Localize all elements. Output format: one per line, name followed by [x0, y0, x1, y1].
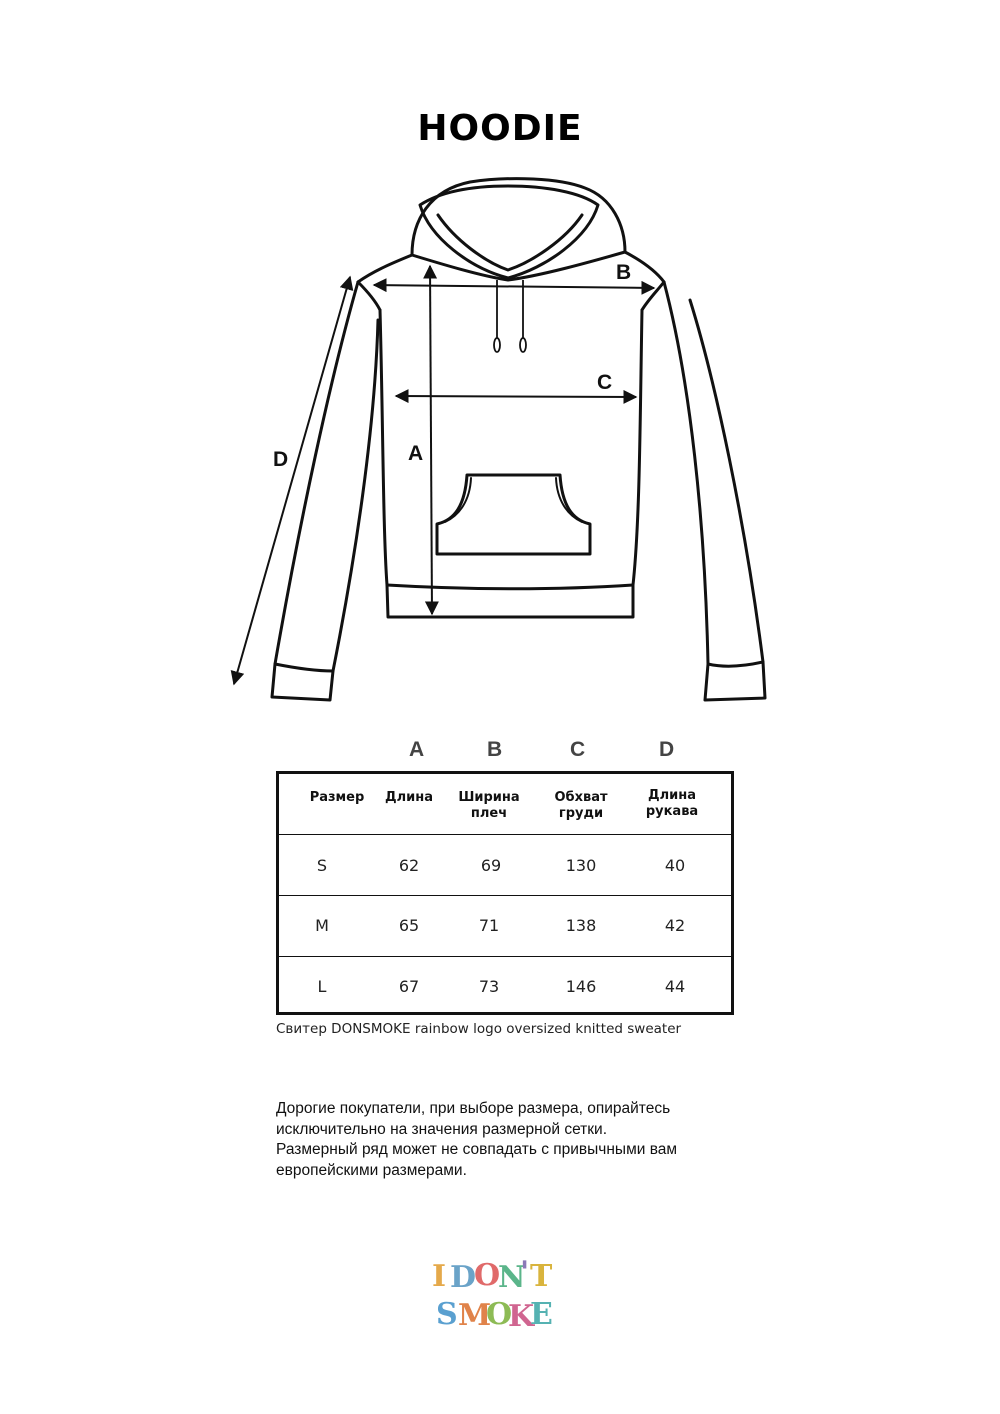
measure-d-arrow [230, 275, 354, 686]
column-letter-c: C [570, 738, 586, 761]
cell-chest: 146 [565, 977, 597, 996]
cell-length: 67 [398, 977, 420, 996]
cell-length: 65 [398, 916, 420, 935]
note-line: исключительно на значения размерной сетк… [276, 1120, 608, 1138]
measure-c-arrow [394, 389, 638, 404]
cell-size: L [317, 977, 327, 996]
logo-letter: T [530, 1259, 553, 1294]
note-line: Дорогие покупатели, при выборе размера, … [276, 1100, 671, 1117]
logo-letter: K [508, 1299, 535, 1334]
cell-chest: 130 [565, 856, 597, 875]
header-size: Размер [309, 790, 365, 805]
cell-sleeve-length: 44 [664, 977, 686, 996]
table-row: L 67 73 146 44 [279, 957, 731, 1012]
size-note: Дорогие покупатели, при выборе размера, … [276, 1099, 746, 1181]
logo-letter: S [436, 1297, 458, 1332]
measure-b-label: B [616, 261, 631, 284]
measure-c-label: C [597, 371, 612, 394]
logo-letter: O [474, 1258, 500, 1293]
logo-letter: N [498, 1260, 525, 1295]
page-title: HOODIE [417, 108, 583, 149]
measure-a-arrow [423, 264, 439, 616]
cell-sleeve-length: 42 [664, 916, 686, 935]
cell-shoulder-width: 71 [478, 916, 500, 935]
logo-letter: D [450, 1260, 476, 1295]
measure-d-label: D [273, 448, 288, 471]
left-sleeve-outline [270, 280, 380, 702]
logo-letter: M [458, 1298, 491, 1333]
logo-letter: O [486, 1297, 512, 1332]
cell-size: M [315, 916, 329, 935]
logo-letter: I [432, 1259, 446, 1294]
table-row: S 62 69 130 40 [279, 835, 731, 896]
column-letter-d: D [659, 738, 675, 761]
body-outline [378, 308, 644, 619]
cell-shoulder-width: 73 [478, 977, 500, 996]
logo-letter: E [530, 1297, 553, 1332]
measure-a-label: A [408, 442, 423, 465]
cell-length: 62 [398, 856, 420, 875]
column-letters: A B C D [0, 738, 1000, 768]
cell-size: S [316, 856, 328, 875]
note-line: Размерный ряд может не совпадать с привы… [276, 1141, 678, 1158]
kangaroo-pocket [435, 473, 592, 556]
right-sleeve-outline [662, 280, 767, 702]
hoodie-diagram: B C A D [230, 177, 767, 702]
cell-shoulder-width: 69 [480, 856, 502, 875]
measure-b-arrow [372, 278, 656, 295]
column-letter-a: A [409, 738, 425, 761]
header-length: Длина [385, 790, 433, 805]
note-line: европейскими размерами. [276, 1161, 467, 1179]
brand-logo: I D O N ' T S M O K E [432, 1255, 553, 1334]
logo-letter: ' [520, 1255, 529, 1290]
cell-chest: 138 [565, 916, 597, 935]
product-caption: Свитер DONSMOKE rainbow logo oversized k… [276, 1021, 682, 1037]
table-row: M 65 71 138 42 [279, 896, 731, 957]
column-letter-b: B [487, 738, 503, 761]
cell-sleeve-length: 40 [664, 856, 686, 875]
